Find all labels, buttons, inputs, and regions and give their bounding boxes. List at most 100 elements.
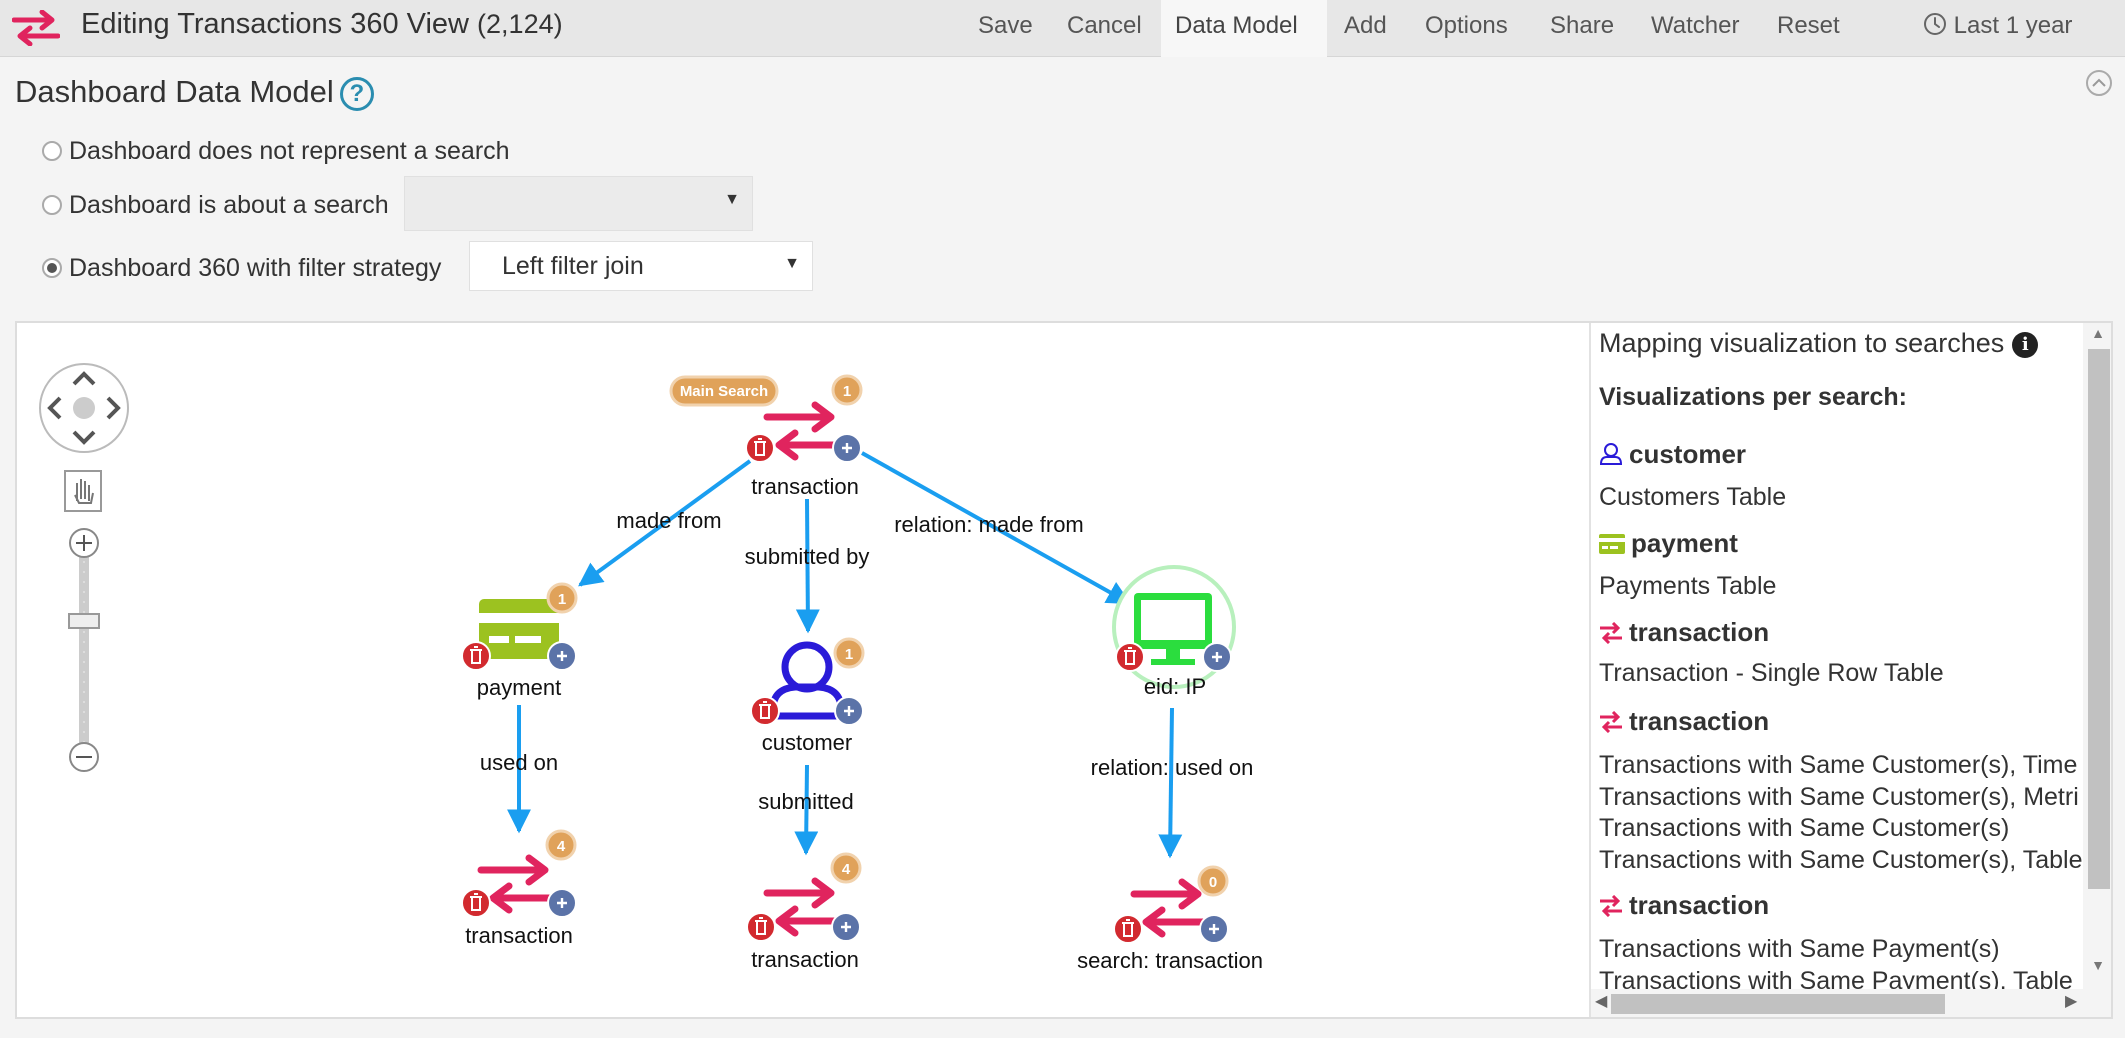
scroll-left-icon[interactable]: ◀ <box>1595 993 1608 1010</box>
zoom-handle[interactable] <box>68 613 100 629</box>
filter-strategy-select[interactable]: Left filter join ▼ <box>469 241 813 291</box>
visualization-item[interactable]: Customers Table <box>1599 483 1787 511</box>
edge-relation-made-from[interactable] <box>861 451 1132 605</box>
watcher-button[interactable]: Watcher <box>1651 12 1740 39</box>
horizontal-scrollbar[interactable]: ◀ ▶ <box>1591 989 2085 1017</box>
main-search-label: Main Search <box>680 383 768 400</box>
delete-icon[interactable] <box>461 888 491 918</box>
user-icon <box>769 641 845 720</box>
count-badge: 1 <box>546 582 578 614</box>
delete-icon[interactable] <box>746 912 776 942</box>
count-badge: 0 <box>1197 865 1229 897</box>
edge-submitted[interactable] <box>794 764 819 856</box>
graph-canvas[interactable]: made from submitted by relation: made fr… <box>17 323 1588 1017</box>
hand-tool-icon[interactable] <box>64 470 102 512</box>
side-panel-subtitle: Visualizations per search: <box>1599 383 1907 411</box>
search-select[interactable]: ▼ <box>404 176 753 231</box>
dropdown-arrow-icon: ▼ <box>784 255 800 272</box>
scroll-thumb[interactable] <box>1611 994 1945 1014</box>
edge-label: relation: used on <box>1091 755 1254 780</box>
add-icon[interactable] <box>546 887 578 919</box>
visualization-item[interactable]: Payments Table <box>1599 572 1777 600</box>
visualization-item[interactable]: Transactions with Same Customer(s), Tabl… <box>1599 846 2083 874</box>
node-label: payment <box>477 675 561 700</box>
options-button[interactable]: Options <box>1425 12 1508 39</box>
radio-button[interactable] <box>42 141 62 161</box>
add-button[interactable]: Add <box>1344 12 1387 39</box>
visualization-item[interactable]: Transactions with Same Payment(s) <box>1599 935 2000 963</box>
scroll-up-icon[interactable]: ▲ <box>2091 325 2105 341</box>
delete-icon[interactable] <box>745 433 775 463</box>
help-icon[interactable]: ? <box>339 76 374 111</box>
cancel-button[interactable]: Cancel <box>1067 12 1142 39</box>
time-range-picker[interactable]: Last 1 year <box>1909 0 2086 57</box>
add-icon[interactable] <box>831 432 863 464</box>
scroll-thumb[interactable] <box>2088 349 2110 889</box>
graph-node-root[interactable]: Main Search 1 transaction <box>669 374 863 499</box>
node-label: customer <box>762 730 852 755</box>
visualization-item[interactable]: Transactions with Same Customer(s) <box>1599 814 2010 842</box>
graph-node-payment[interactable]: 1 payment <box>461 582 578 700</box>
entity-name: transaction <box>1629 706 1770 736</box>
collapse-icon[interactable] <box>2086 70 2112 96</box>
radio-button[interactable] <box>42 195 62 215</box>
node-label: transaction <box>751 947 859 972</box>
pan-left-icon[interactable] <box>47 396 62 420</box>
data-model-tab[interactable]: Data Model <box>1161 0 1327 57</box>
pan-right-icon[interactable] <box>106 396 121 420</box>
pan-up-icon[interactable] <box>72 371 96 386</box>
visualization-item[interactable]: Transaction - Single Row Table <box>1599 659 1944 687</box>
data-model-panel: made from submitted by relation: made fr… <box>15 321 2113 1019</box>
add-icon[interactable] <box>1201 641 1233 673</box>
graph-node-transaction-2[interactable]: 4 transaction <box>746 852 862 972</box>
visualization-item[interactable]: Transactions with Same Customer(s), Time <box>1599 751 2078 779</box>
edge-submitted-by[interactable] <box>795 498 820 634</box>
delete-icon[interactable] <box>750 696 780 726</box>
graph-node-transaction-1[interactable]: 4 transaction <box>461 829 578 948</box>
scroll-right-icon[interactable]: ▶ <box>2065 993 2078 1010</box>
add-icon[interactable] <box>833 695 865 727</box>
delete-icon[interactable] <box>1115 642 1145 672</box>
edge-labels: made from submitted by relation: made fr… <box>480 508 1253 814</box>
count-badge-value: 4 <box>842 861 851 878</box>
reset-button[interactable]: Reset <box>1777 12 1840 39</box>
vertical-scrollbar[interactable]: ▲ ▼ <box>2083 323 2111 1017</box>
graph-node-ip[interactable]: eid: IP <box>1112 565 1236 699</box>
count-badge: 1 <box>833 637 865 669</box>
info-icon[interactable]: i <box>2012 332 2039 358</box>
count-badge-value: 1 <box>845 646 853 663</box>
delete-icon[interactable] <box>461 641 491 671</box>
radio-button[interactable] <box>42 258 62 278</box>
share-button[interactable]: Share <box>1550 12 1615 39</box>
radio-not-search[interactable]: Dashboard does not represent a search <box>42 137 510 166</box>
edge-label: made from <box>616 508 721 533</box>
zoom-in-icon[interactable] <box>69 528 99 558</box>
graph-node-search-transaction[interactable]: 0 search: transaction <box>1077 865 1263 973</box>
pan-control[interactable] <box>39 363 129 453</box>
radio-about-search[interactable]: Dashboard is about a search <box>42 191 389 220</box>
add-icon[interactable] <box>830 911 862 943</box>
graph-node-customer[interactable]: 1 customer <box>750 637 865 755</box>
add-icon[interactable] <box>546 640 578 672</box>
count-badge-value: 0 <box>1209 874 1217 891</box>
zoom-slider[interactable] <box>68 549 100 751</box>
edge-made-from[interactable] <box>578 459 752 587</box>
zoom-out-icon[interactable] <box>69 742 99 772</box>
edge-relation-used-on[interactable] <box>1158 707 1183 859</box>
radio-label: Dashboard does not represent a search <box>69 137 510 165</box>
visualization-item[interactable]: Transactions with Same Customer(s), Metr… <box>1599 783 2079 811</box>
add-icon[interactable] <box>1198 913 1230 945</box>
node-label: transaction <box>465 923 573 948</box>
main-search-badge: Main Search <box>669 375 779 407</box>
save-button[interactable]: Save <box>978 12 1033 39</box>
delete-icon[interactable] <box>1113 914 1143 944</box>
user-icon <box>1599 443 1623 465</box>
entity-name: transaction <box>1629 890 1770 920</box>
count-badge: 1 <box>831 374 863 406</box>
pan-down-icon[interactable] <box>72 430 96 445</box>
radio-filter-strategy[interactable]: Dashboard 360 with filter strategy <box>42 254 441 283</box>
scroll-down-icon[interactable]: ▼ <box>2091 957 2105 973</box>
transaction-icon <box>1600 621 1622 645</box>
